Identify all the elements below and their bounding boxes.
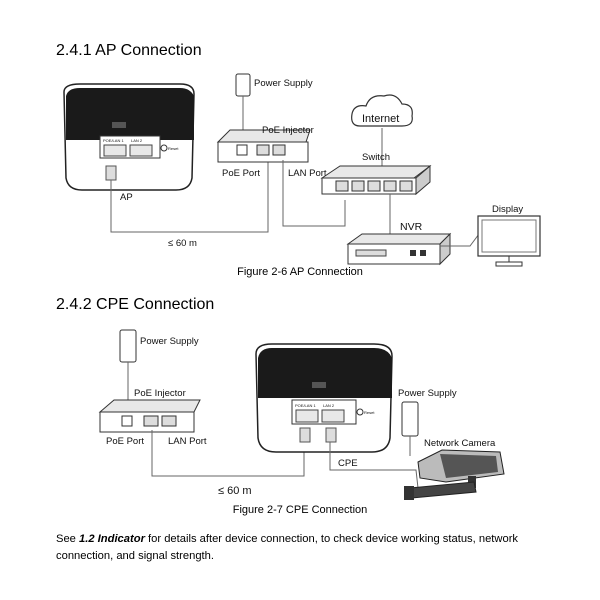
label-power-supply-left: Power Supply (140, 336, 199, 347)
cpe-diagram: Power Supply PoE Injector PoE Port LAN P… (98, 329, 505, 500)
note-prefix: See (56, 533, 80, 545)
section-heading-ap: 2.4.1 AP Connection (56, 42, 202, 59)
figure-caption-cpe: Figure 2-7 CPE Connection (232, 504, 368, 516)
label-lan-port-cpe: LAN Port (168, 436, 207, 447)
label-cpe: CPE (338, 458, 358, 469)
ap-reset-text: Reset (168, 146, 179, 151)
cpe-device: POE/LAN 1 LAN 2 Reset (255, 343, 393, 453)
label-distance-ap: ≤ 60 m (168, 238, 197, 249)
label-ap: AP (120, 192, 133, 203)
ap-diagram: POE/LAN 1 LAN 2 Reset AP ≤ 60 m Power Su… (63, 73, 541, 267)
label-nvr: NVR (400, 221, 423, 233)
cpe-port1-text: POE/LAN 1 (295, 403, 316, 408)
label-power-supply: Power Supply (254, 78, 313, 89)
power-supply-left-device (119, 329, 137, 363)
label-display: Display (492, 204, 523, 215)
nvr-device (346, 232, 452, 266)
note-link-indicator[interactable]: 1.2 Indicator (79, 533, 145, 545)
display-device (477, 215, 541, 267)
note-suffix: for details after device connection, to … (56, 533, 519, 562)
power-supply-right-device (401, 401, 419, 437)
cpe-reset-text: Reset (364, 410, 375, 415)
network-camera-icon (404, 449, 505, 500)
power-supply-device (235, 73, 251, 97)
ap-port2-text: LAN 2 (131, 138, 143, 143)
label-distance-cpe: ≤ 60 m (218, 485, 252, 497)
label-power-supply-right: Power Supply (398, 388, 457, 399)
section-heading-cpe: 2.4.2 CPE Connection (56, 296, 215, 313)
switch-device (320, 164, 432, 196)
label-poe-port-ap: PoE Port (222, 168, 260, 179)
label-poe-injector-cpe: PoE Injector (134, 388, 186, 399)
label-poe-port-cpe: PoE Port (106, 436, 144, 447)
ap-port1-text: POE/LAN 1 (103, 138, 124, 143)
label-internet: Internet (362, 113, 399, 125)
label-switch: Switch (362, 152, 390, 163)
figure-caption-ap: Figure 2-6 AP Connection (237, 266, 363, 278)
internet-cloud-icon (351, 94, 413, 127)
poe-injector-cpe-device (98, 399, 201, 433)
cpe-port2-text: LAN 2 (323, 403, 335, 408)
note-paragraph: See 1.2 Indicator for details after devi… (56, 531, 556, 565)
label-network-camera: Network Camera (424, 438, 496, 449)
label-lan-port-ap: LAN Port (288, 168, 327, 179)
poe-injector-device (216, 129, 311, 163)
label-poe-injector-ap: PoE Injector (262, 125, 314, 136)
ap-device: POE/LAN 1 LAN 2 Reset (63, 83, 195, 191)
